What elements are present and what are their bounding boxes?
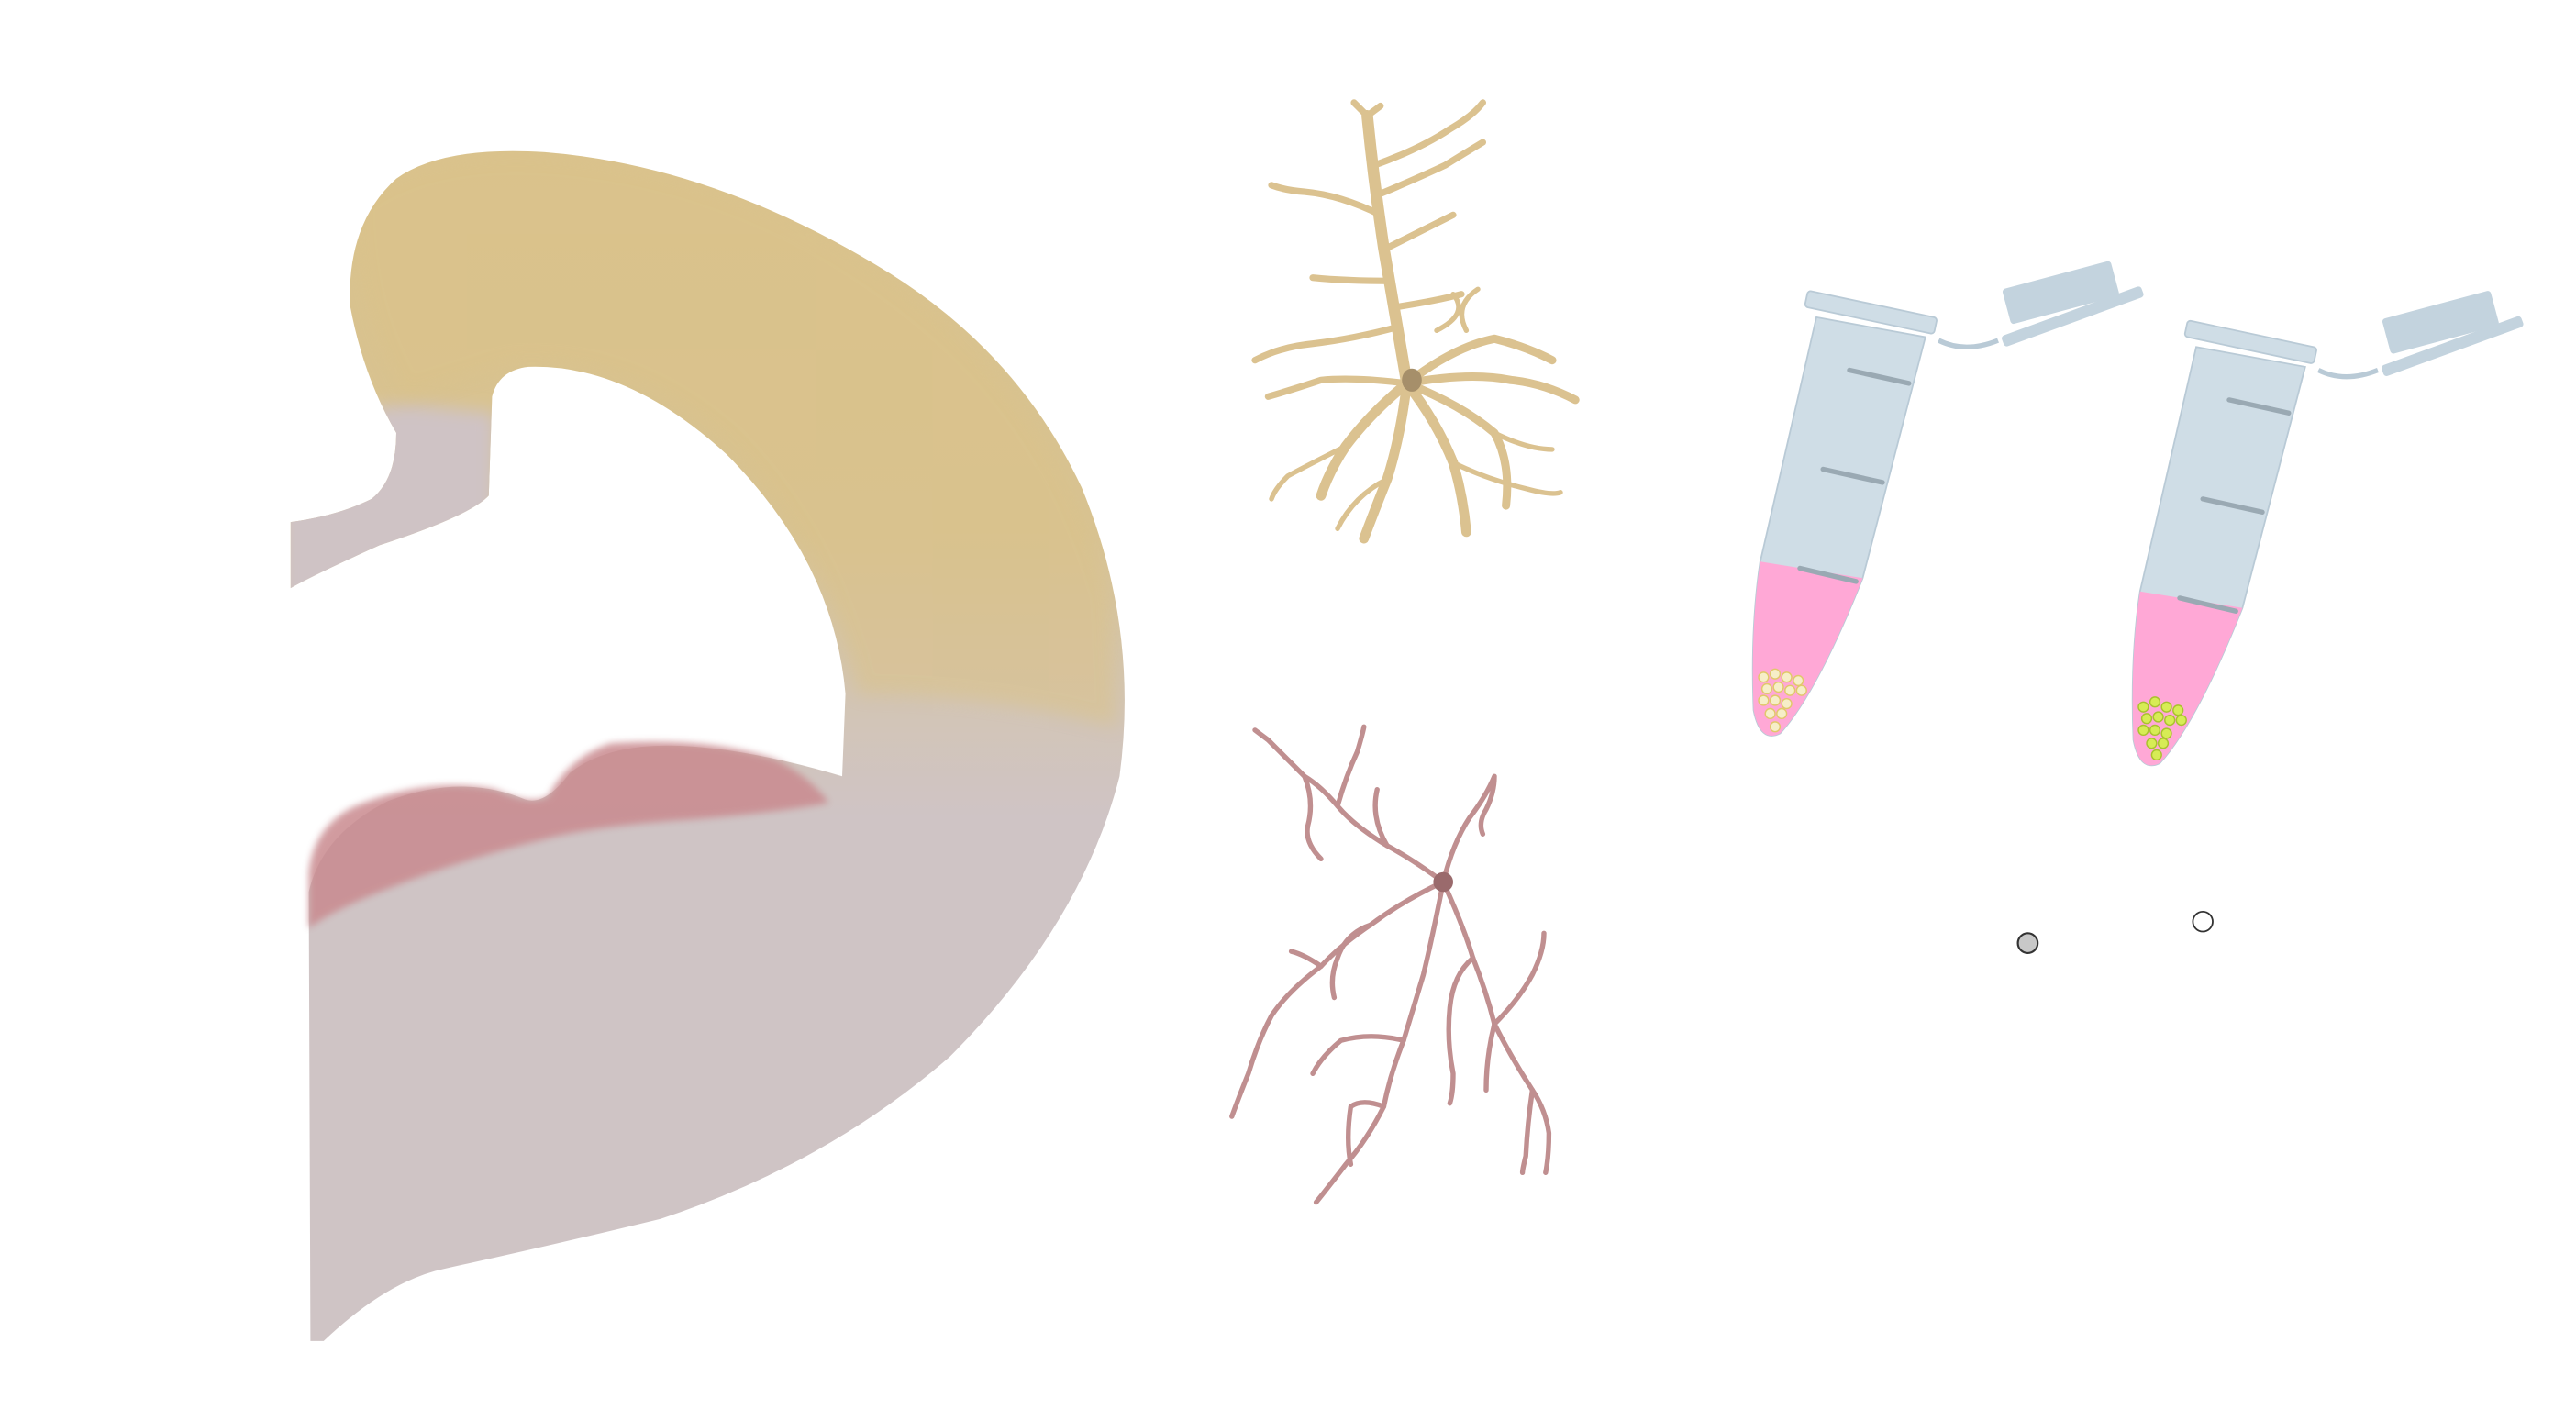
tube-cap <box>2002 261 2119 325</box>
cortex-layer <box>355 155 1116 727</box>
microcentrifuge-tube-left <box>1751 261 2144 737</box>
tube-hinge <box>2316 367 2380 380</box>
striatum-region <box>308 741 829 928</box>
tube-cap <box>2382 291 2499 354</box>
pyramidal-soma <box>1402 368 1422 392</box>
radio-marker-selected[interactable] <box>2016 932 2039 954</box>
interneuron-soma <box>1433 871 1453 893</box>
radio-marker-empty[interactable] <box>2192 911 2214 933</box>
cell-pellet-pale <box>1758 668 1807 733</box>
tube-cap-rim <box>2382 316 2524 376</box>
tube-hinge <box>1937 338 2000 349</box>
brain-section-illustration <box>290 150 1125 1341</box>
tube-cap-rim <box>2002 286 2144 347</box>
tube-rim <box>2183 319 2317 364</box>
pyramidal-neuron-icon <box>1251 99 1580 544</box>
graduation-marks <box>2177 397 2292 615</box>
cell-pellet-green <box>2137 696 2187 761</box>
tube-rim <box>1804 290 1938 335</box>
graduation-marks <box>1797 367 1912 584</box>
olfactory-tissue <box>290 405 495 612</box>
microcentrifuge-tube-right <box>2131 291 2524 767</box>
interneuron-icon <box>1229 724 1552 1205</box>
